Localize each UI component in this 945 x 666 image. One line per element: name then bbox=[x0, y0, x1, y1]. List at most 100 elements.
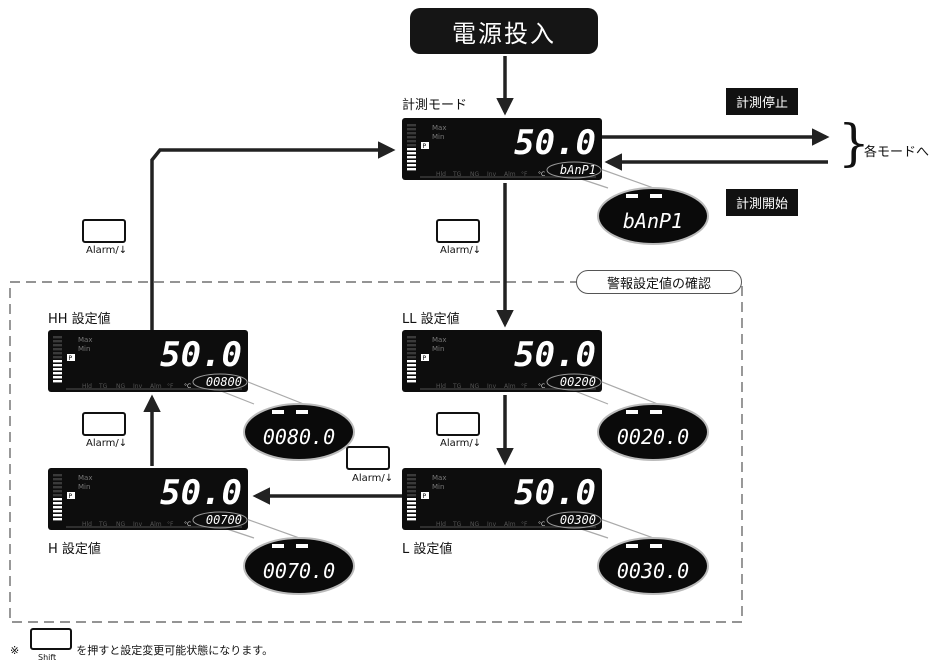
zoom-bubble bbox=[597, 187, 709, 245]
legend-Inv: Inv bbox=[487, 521, 497, 528]
legend-Hld: Hld bbox=[436, 521, 446, 528]
p-box bbox=[421, 354, 429, 361]
bar-segment bbox=[407, 478, 416, 481]
sub-ellipse bbox=[546, 373, 602, 391]
legend-NG: NG bbox=[470, 383, 479, 390]
legend-p: P bbox=[69, 355, 73, 362]
footnote-mark: ※ bbox=[10, 644, 20, 657]
zoom-value: 0080.0 bbox=[263, 425, 335, 449]
legend-°C: °C bbox=[538, 383, 545, 390]
bar-segment bbox=[53, 336, 62, 339]
legend-p: P bbox=[69, 493, 73, 500]
sub-ellipse bbox=[546, 511, 602, 529]
legend-max: Max bbox=[432, 336, 446, 344]
shift-key[interactable] bbox=[30, 628, 72, 650]
legend-min: Min bbox=[78, 345, 90, 353]
sub-value: bAnP1 bbox=[560, 163, 596, 177]
bar-segment bbox=[407, 140, 416, 143]
bar-segment bbox=[407, 356, 416, 359]
legend-min: Min bbox=[432, 345, 444, 353]
bar-segment bbox=[407, 482, 416, 485]
legend-max: Max bbox=[78, 474, 92, 482]
sub-value: 00700 bbox=[206, 513, 242, 527]
bar-segment bbox=[407, 124, 416, 127]
bar-segment bbox=[53, 478, 62, 481]
alarm-section-frame bbox=[9, 281, 743, 623]
bar-segment bbox=[53, 376, 62, 379]
bar-segment bbox=[53, 494, 62, 497]
alarm-key-l[interactable] bbox=[346, 446, 390, 470]
bar-segment bbox=[407, 494, 416, 497]
alarm-key-hh[interactable] bbox=[82, 412, 126, 436]
bar-segment bbox=[53, 352, 62, 355]
legend-Inv: Inv bbox=[487, 171, 497, 178]
legend-NG: NG bbox=[116, 383, 125, 390]
main-value: 50.0 bbox=[514, 123, 596, 163]
bar-segment bbox=[53, 344, 62, 347]
bar-segment bbox=[407, 336, 416, 339]
bar-segment bbox=[407, 136, 416, 139]
legend-Alm: Alm bbox=[504, 521, 516, 528]
alarm-key-left[interactable] bbox=[82, 219, 126, 243]
legend-max: Max bbox=[78, 336, 92, 344]
bar-segment bbox=[53, 498, 62, 501]
alarm-key-center-label: Alarm/↓ bbox=[440, 245, 482, 256]
legend-Inv: Inv bbox=[133, 521, 143, 528]
bar-segment bbox=[53, 518, 62, 521]
bar-segment bbox=[407, 514, 416, 517]
zoom-bubble bbox=[243, 537, 355, 595]
bar-segment bbox=[407, 506, 416, 509]
bar-segment bbox=[407, 498, 416, 501]
bar-segment bbox=[53, 356, 62, 359]
p-box bbox=[67, 354, 75, 361]
alarm-section-title: 警報設定値の確認 bbox=[576, 270, 742, 294]
bar-segment bbox=[53, 482, 62, 485]
sub-ellipse bbox=[546, 161, 602, 179]
power-on-box: 電源投入 bbox=[410, 8, 598, 54]
bar-segment bbox=[53, 368, 62, 371]
bar-segment bbox=[407, 152, 416, 155]
alarm-key-l-label: Alarm/↓ bbox=[352, 473, 394, 484]
bar-segment bbox=[53, 506, 62, 509]
legend-Alm: Alm bbox=[150, 521, 162, 528]
legend-°F: °F bbox=[167, 521, 174, 528]
bar-segment bbox=[407, 380, 416, 383]
sub-value: 00300 bbox=[560, 513, 596, 527]
main-value: 50.0 bbox=[514, 335, 596, 375]
zoom-bubble bbox=[597, 403, 709, 461]
hh-title: HH 設定値 bbox=[48, 312, 111, 327]
bar-segment bbox=[407, 510, 416, 513]
bar-segment bbox=[407, 160, 416, 163]
measure-stop-tag: 計測停止 bbox=[726, 88, 799, 115]
measure-start-tag: 計測開始 bbox=[726, 189, 799, 216]
legend-°F: °F bbox=[521, 171, 528, 178]
zoom-value: 0030.0 bbox=[617, 559, 689, 583]
legend-°F: °F bbox=[167, 383, 174, 390]
legend-TG: TG bbox=[98, 383, 108, 390]
alarm-key-ll[interactable] bbox=[436, 412, 480, 436]
main-value: 50.0 bbox=[514, 473, 596, 513]
display-panel bbox=[48, 330, 248, 392]
zoom-value: bAnP1 bbox=[623, 209, 683, 233]
bar-segment bbox=[407, 368, 416, 371]
legend-TG: TG bbox=[452, 171, 462, 178]
main-value: 50.0 bbox=[160, 335, 242, 375]
h-title: H 設定値 bbox=[48, 542, 101, 557]
zoom-value: 0070.0 bbox=[263, 559, 335, 583]
bar-segment bbox=[53, 514, 62, 517]
bar-segment bbox=[53, 364, 62, 367]
main-value: 50.0 bbox=[160, 473, 242, 513]
legend-p: P bbox=[423, 493, 427, 500]
legend-°F: °F bbox=[521, 521, 528, 528]
bar-segment bbox=[53, 486, 62, 489]
bar-segment bbox=[407, 502, 416, 505]
alarm-key-center[interactable] bbox=[436, 219, 480, 243]
ll-title: LL 設定値 bbox=[402, 312, 460, 327]
legend-min: Min bbox=[78, 483, 90, 491]
legend-°C: °C bbox=[538, 171, 545, 178]
measure-mode-label: 計測モード bbox=[402, 98, 468, 113]
